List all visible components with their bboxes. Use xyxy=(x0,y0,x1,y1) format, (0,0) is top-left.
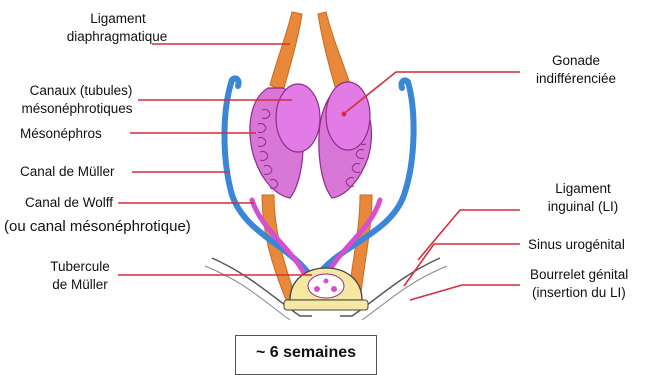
label-sinus-urogenital: Sinus urogénital xyxy=(528,236,625,253)
label-ligament-inguinal-line2: inguinal (LI) xyxy=(528,198,638,215)
gonade-right xyxy=(326,82,370,150)
label-canaux-line1: Canaux (tubules) xyxy=(6,82,156,99)
leader-lines xyxy=(118,44,520,300)
gonade-left xyxy=(276,84,320,152)
label-ligament-diaphragmatique-line2: diaphragmatique xyxy=(42,28,192,45)
mesonephros-right xyxy=(319,82,372,198)
label-canal-muller: Canal de Müller xyxy=(20,163,115,180)
label-canal-wolff: Canal de Wolff xyxy=(25,194,113,211)
label-gonade-line1: Gonade xyxy=(520,52,632,69)
label-canaux-line2: mésonéphrotiques xyxy=(2,100,152,117)
label-tubercule-line2: de Müller xyxy=(30,276,130,293)
label-ligament-inguinal-line1: Ligament xyxy=(528,180,638,197)
diagram-stage: Ligament diaphragmatique Canaux (tubules… xyxy=(0,0,650,364)
label-mesonephros: Mésonéphros xyxy=(20,125,102,142)
label-gonade-line2: indifférenciée xyxy=(520,70,632,87)
mesonephros-left xyxy=(250,84,320,198)
label-bourrelet-line1: Bourrelet génital xyxy=(530,266,628,283)
caption-box: ~ 6 semaines xyxy=(235,335,377,375)
label-canal-wolff-alt: (ou canal mésonéphrotique) xyxy=(4,218,191,235)
label-bourrelet-line2: (insertion du LI) xyxy=(532,284,626,301)
label-ligament-diaphragmatique-line1: Ligament xyxy=(58,10,178,27)
tubercule-muller xyxy=(308,274,344,298)
ligament-diaphragmatique-right xyxy=(318,12,350,90)
ligament-diaphragmatique-left xyxy=(270,12,302,92)
label-tubercule-line1: Tubercule xyxy=(30,258,130,275)
caption-text: ~ 6 semaines xyxy=(236,344,376,362)
